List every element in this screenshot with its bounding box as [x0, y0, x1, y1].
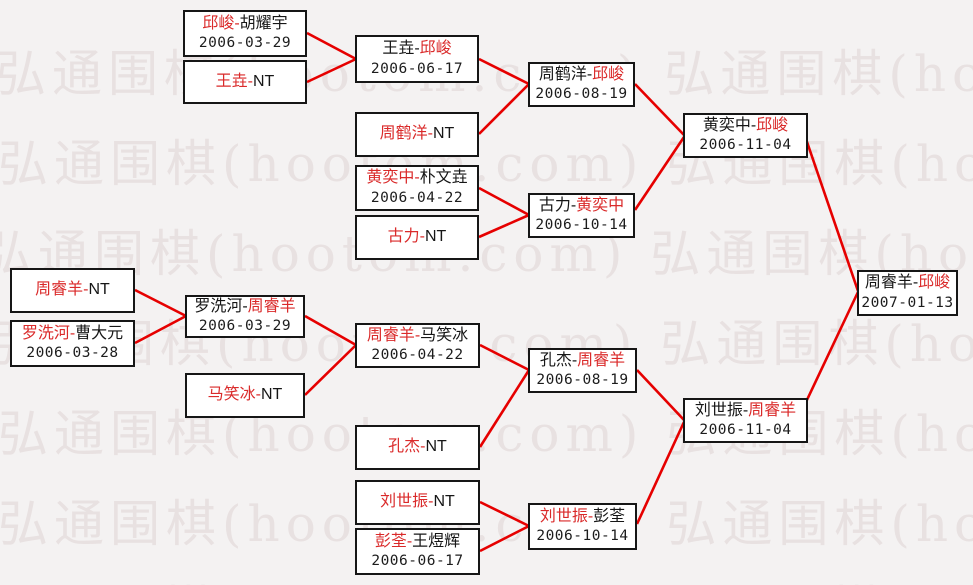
match-box-zhou-qiu: 周鹤洋-邱峻 2006-08-19	[528, 62, 635, 107]
match-players: 王垚-邱峻	[382, 40, 452, 58]
match-players: 刘世振-NT	[380, 493, 455, 511]
match-players: 古力-NT	[387, 228, 447, 246]
match-date: 2006-03-28	[26, 345, 119, 362]
match-box-liu-peng: 刘世振-彭荃 2006-10-14	[528, 503, 637, 550]
connector-line	[636, 369, 685, 421]
match-players: 古力-黄奕中	[538, 196, 625, 214]
match-players: 马笑冰-NT	[207, 386, 283, 404]
final-match-box: 周睿羊-邱峻 2007-01-13	[857, 270, 958, 316]
match-date: 2006-06-17	[371, 553, 464, 570]
match-box-qiu-hu: 邱峻-胡耀宇 2006-03-29	[183, 10, 307, 57]
match-box-peng-wang: 彭荃-王煜辉 2006-06-17	[355, 528, 480, 575]
match-date: 2006-03-29	[198, 35, 292, 52]
connector-line	[479, 500, 530, 528]
watermark-row: 弘通围棋(hootom.com) 弘通围棋(hootom.com)	[0, 315, 973, 373]
connector-line	[478, 57, 530, 86]
match-players: 孔杰-NT	[388, 438, 447, 456]
match-box-guli-bye: 古力-NT	[355, 215, 479, 260]
watermark-row: 弘通围棋(hootom.com) 弘通围棋(hootom.com)	[0, 570, 973, 585]
match-box-luo-cao: 罗洗河-曹大元 2006-03-28	[10, 320, 135, 367]
connector-line	[634, 83, 685, 136]
match-date: 2006-10-14	[535, 217, 628, 234]
connector-line	[633, 136, 686, 211]
match-date: 2006-11-04	[699, 137, 792, 154]
match-box-wang-qiu: 王垚-邱峻 2006-06-17	[355, 35, 479, 83]
match-players: 罗洗河-周睿羊	[194, 297, 296, 315]
connector-line	[635, 421, 686, 525]
connector-line	[134, 288, 187, 318]
connector-line	[304, 314, 357, 347]
match-box-liushizhen-bye: 刘世振-NT	[355, 480, 480, 525]
match-date: 2007-01-13	[861, 294, 954, 311]
connector-line	[479, 524, 530, 553]
match-players: 周鹤洋-NT	[379, 125, 455, 143]
match-players: 邱峻-胡耀宇	[202, 14, 288, 32]
match-players: 周睿羊-NT	[35, 281, 110, 299]
connector-line	[804, 138, 860, 292]
match-players: 黄奕中-朴文垚	[366, 169, 468, 187]
connector-line	[306, 57, 357, 84]
match-players: 刘世振-彭荃	[539, 507, 626, 525]
match-players: 彭荃-王煜辉	[374, 532, 461, 550]
match-players: 黄奕中-邱峻	[702, 116, 789, 134]
match-date: 2006-04-22	[371, 347, 464, 364]
watermark-row: 弘通围棋(hootom.com) 弘通围棋(hootom.com)	[0, 45, 973, 103]
match-players: 周鹤洋-邱峻	[538, 65, 625, 83]
connector-line	[478, 369, 531, 448]
connector-line	[479, 343, 530, 372]
match-box-luo-zhou: 罗洗河-周睿羊 2006-03-29	[185, 295, 305, 338]
match-box-maxiaobing-bye: 马笑冰-NT	[185, 373, 305, 418]
match-box-wangyao-bye: 王垚-NT	[183, 60, 307, 104]
match-players: 罗洗河-曹大元	[21, 324, 124, 342]
match-players: 孔杰-周睿羊	[539, 351, 626, 369]
connector-line	[478, 213, 530, 239]
connector-line	[804, 291, 860, 403]
match-box-zhou-ma: 周睿羊-马笑冰 2006-04-22	[355, 323, 480, 368]
match-date: 2006-11-04	[699, 422, 792, 439]
match-box-kongjie-bye: 孔杰-NT	[355, 425, 480, 470]
connector-line	[134, 314, 187, 345]
match-date: 2006-06-17	[370, 60, 464, 77]
watermark-row: 弘通围棋(hootom.com) 弘通围棋(hootom.com)	[0, 405, 973, 463]
match-box-kong-zhou: 孔杰-周睿羊 2006-08-19	[528, 348, 637, 393]
match-date: 2006-04-22	[370, 189, 464, 206]
connector-line	[478, 83, 530, 135]
watermark-row: 弘通围棋(hootom.com) 弘通围棋(hootom.com)	[0, 135, 973, 193]
match-players: 周睿羊-邱峻	[864, 274, 951, 292]
match-box-zhouruiyang-bye: 周睿羊-NT	[10, 268, 135, 313]
match-date: 2006-08-19	[536, 372, 629, 389]
match-players: 刘世振-周睿羊	[694, 401, 797, 419]
match-date: 2006-08-19	[535, 86, 628, 103]
match-box-gu-huang: 古力-黄奕中 2006-10-14	[528, 193, 635, 238]
match-date: 2006-03-29	[198, 318, 292, 335]
match-players: 王垚-NT	[215, 72, 275, 90]
match-box-huang-piao: 黄奕中-朴文垚 2006-04-22	[355, 165, 479, 211]
match-box-liu-zhou-semifinal: 刘世振-周睿羊 2006-11-04	[683, 398, 808, 443]
match-players: 周睿羊-马笑冰	[366, 326, 469, 344]
connector-line	[306, 31, 357, 61]
connector-line	[478, 186, 530, 217]
connector-line	[304, 344, 357, 396]
match-date: 2006-10-14	[536, 528, 629, 545]
match-box-zhouheyang-bye: 周鹤洋-NT	[355, 112, 479, 157]
match-box-huang-qiu-semifinal: 黄奕中-邱峻 2006-11-04	[683, 113, 808, 158]
